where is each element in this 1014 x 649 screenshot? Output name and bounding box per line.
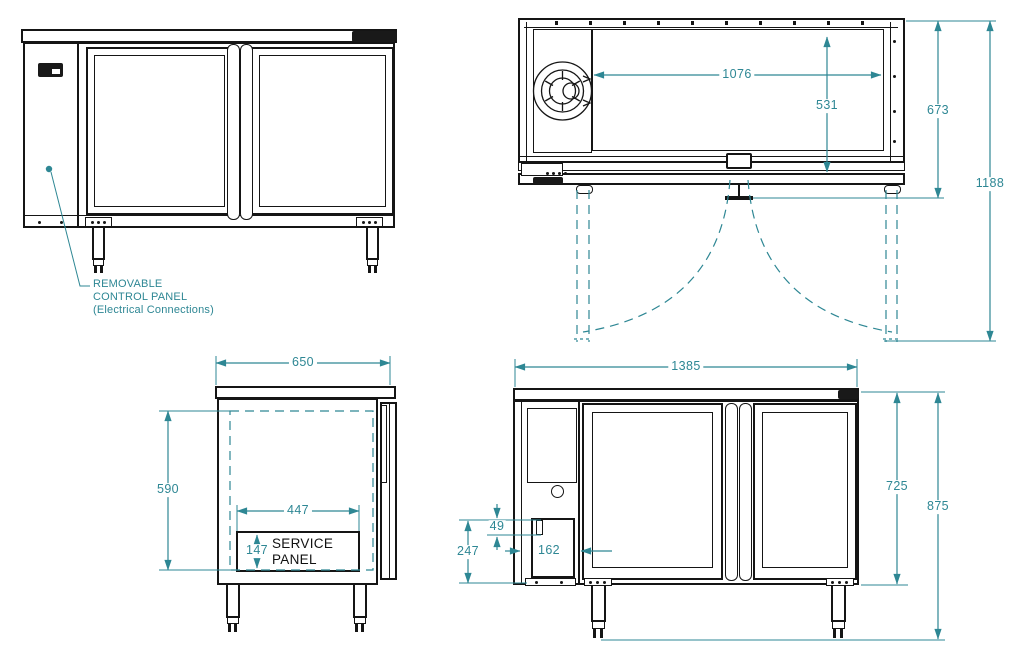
door-handle-channel [381, 405, 387, 483]
right-door [251, 47, 394, 215]
leg [226, 585, 240, 618]
left-door-panel [94, 55, 225, 207]
annotation-line: CONTROL PANEL [93, 291, 188, 303]
dim-width-label: 1385 [668, 359, 704, 374]
door-edge [380, 402, 397, 580]
dim-compartment-width-label: 162 [536, 543, 562, 558]
left-door-handle [725, 403, 738, 581]
controller-display-icon [38, 63, 63, 77]
base-plate [525, 578, 576, 586]
right-door-handle [240, 44, 253, 220]
interior-liner [592, 29, 884, 151]
front-rail-line [518, 156, 905, 157]
dim-inlet-height-label: 49 [488, 519, 506, 534]
dim-base-height-label: 247 [453, 544, 483, 559]
right-door-panel [762, 412, 848, 568]
door-edge-line [389, 404, 390, 578]
dim-depth-doors-open-label: 1188 [972, 176, 1008, 191]
dim-body-height-label: 725 [882, 479, 912, 494]
annotation-line: REMOVABLE [93, 278, 163, 290]
leg [591, 586, 606, 622]
service-panel-line: PANEL [272, 552, 317, 567]
leg-foot [227, 618, 239, 624]
left-inner-wall [526, 22, 527, 161]
right-door [753, 403, 857, 580]
control-panel-cover [527, 408, 577, 483]
base-rail [23, 215, 395, 216]
leg [366, 228, 379, 260]
service-panel-label: SERVICE PANEL [272, 536, 333, 568]
air-inlet-notch [536, 520, 543, 535]
leg [831, 586, 846, 622]
leg-plate [576, 185, 593, 194]
leg-foot [354, 618, 366, 624]
leg-foot [367, 260, 378, 266]
dim-service-panel-height-label: 147 [244, 543, 270, 558]
right-inner-wall [890, 22, 891, 161]
dim-interior-width-label: 1076 [719, 67, 755, 82]
rear-fixing-ticks [524, 21, 892, 25]
leg-foot [592, 622, 605, 629]
annotation-line: (Electrical Connections) [93, 304, 214, 316]
leg-foot [93, 260, 104, 266]
drain-tray [533, 177, 563, 184]
service-panel-line: SERVICE [272, 536, 334, 551]
right-door-handle [739, 403, 752, 581]
left-door-panel [592, 412, 713, 568]
dim-interior-depth-label: 531 [812, 98, 842, 113]
center-hinge [726, 153, 752, 169]
left-door-handle [227, 44, 240, 220]
dim-interior-height-label: 590 [153, 482, 183, 497]
leg [92, 228, 105, 260]
brand-badge-icon [838, 390, 859, 399]
compartment-divider [578, 400, 580, 585]
leg-foot [832, 622, 845, 629]
leg-plate [884, 185, 901, 194]
rear-inner-line [524, 27, 898, 28]
dim-body-depth-label: 673 [923, 103, 953, 118]
control-panel-divider [77, 42, 79, 228]
cable-hole-icon [551, 485, 564, 498]
left-inner-wall [521, 400, 522, 585]
right-door-panel [259, 55, 386, 207]
display-notch [52, 69, 60, 74]
leg [353, 585, 367, 618]
terminal-bracket [521, 163, 563, 176]
dim-overall-height-label: 875 [923, 499, 953, 514]
dim-depth-label: 650 [288, 355, 318, 370]
brand-badge-icon [352, 31, 397, 42]
dim-service-panel-width-label: 447 [283, 503, 313, 518]
hinge-rail [518, 162, 905, 171]
control-panel-annotation: REMOVABLE CONTROL PANEL (Electrical Conn… [93, 278, 214, 317]
